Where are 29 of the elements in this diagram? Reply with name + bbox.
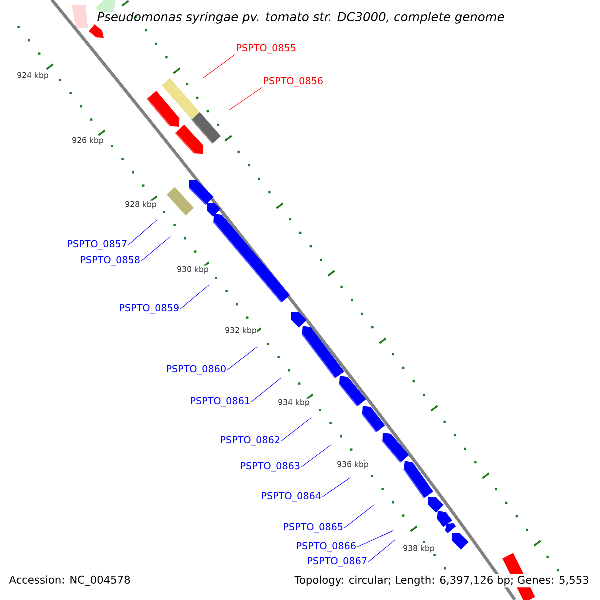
leader-line [227, 346, 258, 370]
leader-line [128, 220, 158, 246]
gene-label: PSPTO_0866 [297, 542, 356, 552]
genome-info-text: Topology: circular; Length: 6,397,126 bp; Genes: 5,553 [293, 574, 591, 588]
leader-line [251, 378, 282, 402]
gene-label: PSPTO_0863 [241, 462, 300, 472]
accession-text: Accession: NC_004578 [9, 576, 130, 586]
leader-line [141, 236, 171, 262]
gene-label: PSPTO_0856 [264, 77, 323, 87]
leader-line [322, 478, 351, 498]
leader-line [357, 530, 394, 548]
gene-label: PSPTO_0860 [167, 365, 226, 375]
leader-line [344, 504, 375, 528]
gene-label: PSPTO_0861 [191, 397, 250, 407]
leader-line [301, 444, 332, 468]
gene-label: PSPTO_0857 [68, 240, 127, 250]
title: Pseudomonas syringae pv. tomato str. DC3000, complete genome [98, 12, 504, 24]
leader-line [229, 88, 262, 110]
gene-label: PSPTO_0867 [308, 557, 367, 567]
gene-label: PSPTO_0862 [221, 436, 280, 446]
leader-line [203, 54, 236, 78]
gene-label: PSPTO_0859 [120, 304, 179, 314]
gene-label: PSPTO_0865 [284, 523, 343, 533]
leader-line [180, 284, 210, 310]
leader-line [368, 540, 396, 562]
gene-label: PSPTO_0864 [262, 492, 321, 502]
gene-label: PSPTO_0855 [237, 44, 296, 54]
gene-label: PSPTO_0858 [81, 256, 140, 266]
leader-line [281, 418, 312, 442]
